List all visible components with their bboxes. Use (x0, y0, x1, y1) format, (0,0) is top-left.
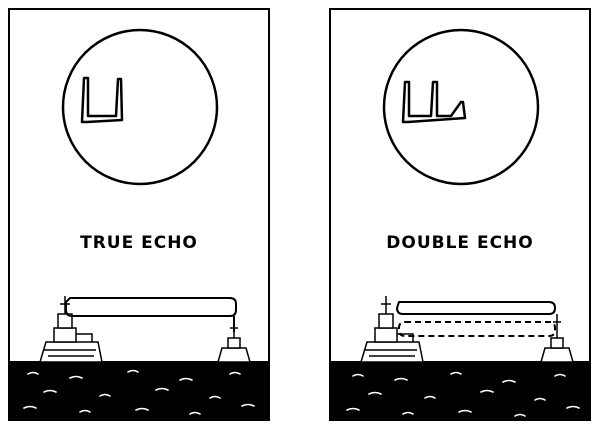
echo-trace (403, 82, 465, 122)
double-echo-illustration (331, 10, 591, 421)
battleship (361, 296, 423, 362)
panel-double-echo: DOUBLE ECHO (329, 8, 591, 421)
panel-true-echo: TRUE ECHO (8, 8, 270, 421)
echo-trace (82, 78, 122, 122)
radar-beam-direct (397, 302, 555, 314)
true-echo-illustration (10, 10, 270, 421)
battleship (40, 296, 102, 362)
caption-true-echo: TRUE ECHO (10, 233, 268, 253)
caption-double-echo: DOUBLE ECHO (331, 233, 589, 253)
radar-beam (66, 298, 236, 332)
radar-beam-double (399, 322, 555, 336)
